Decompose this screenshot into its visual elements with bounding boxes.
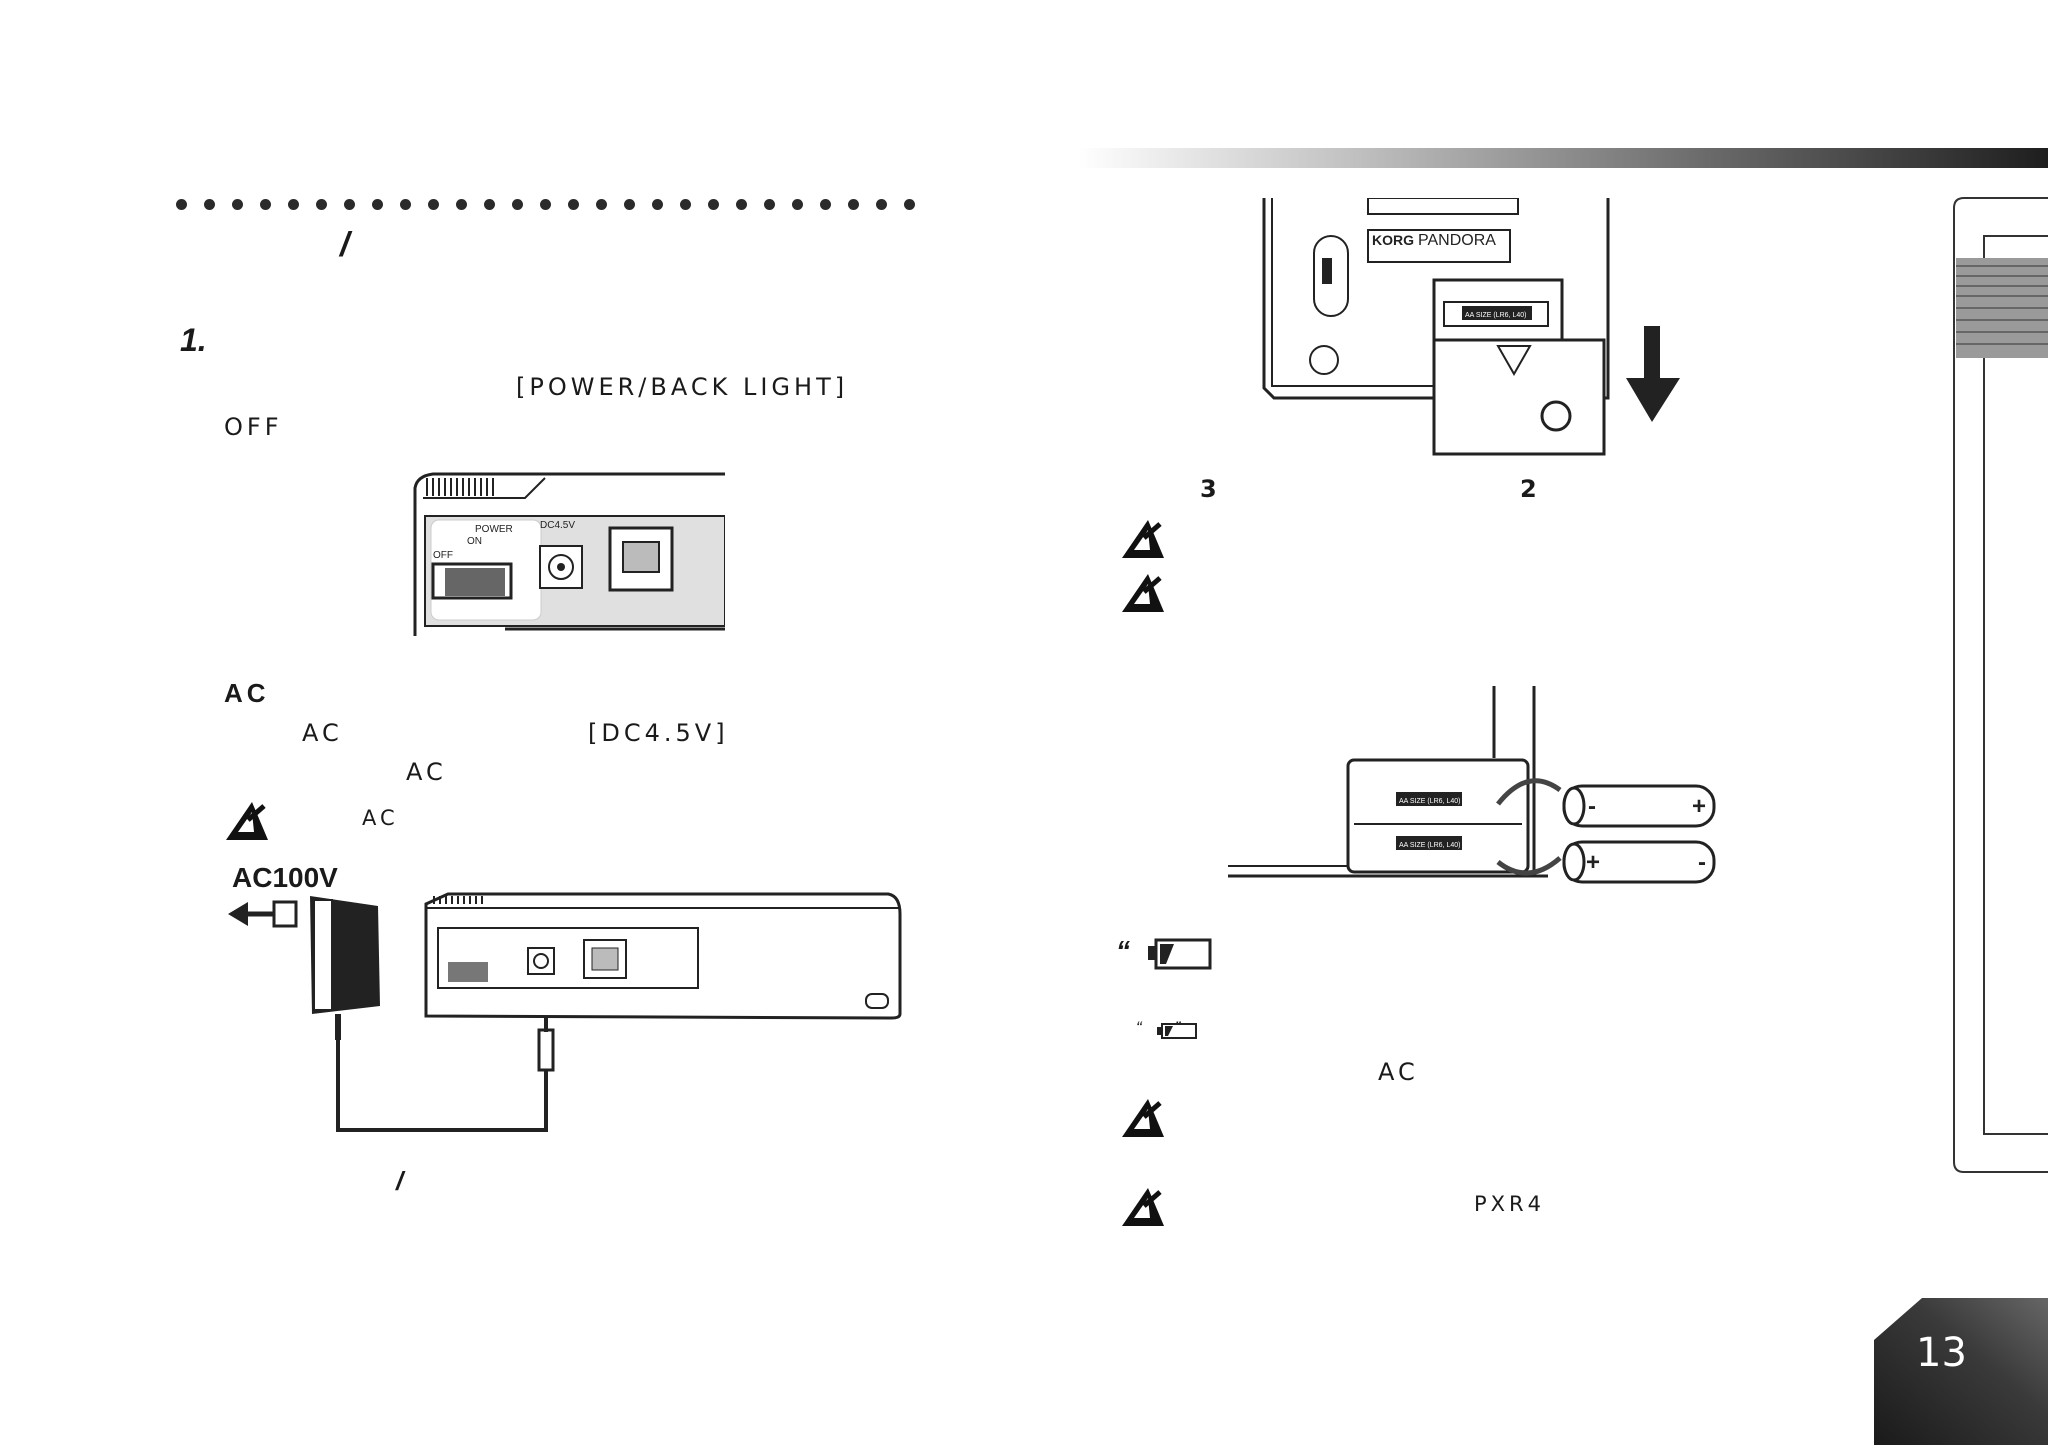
page-number-corner (1874, 1298, 2048, 1445)
label-2: 2 (1520, 475, 1541, 503)
step-number: 1. (180, 322, 207, 358)
dc-jack-label: [DC4.5V] (588, 719, 729, 747)
battery-bottom-minus: - (1698, 849, 1706, 876)
caption-slash: / (396, 1166, 404, 1196)
note-icon (1122, 1099, 1164, 1137)
battery-top-plus: + (1692, 793, 1706, 820)
ac100v-label: AC100V (232, 862, 338, 893)
note-icon (226, 802, 268, 840)
dotted-rule (176, 197, 956, 215)
ac-text-2: AC (406, 758, 447, 786)
battery-top-minus: - (1588, 793, 1596, 820)
note-icon (1122, 520, 1164, 558)
note-icon (1122, 1188, 1164, 1226)
battery-low-icon-small (1157, 1023, 1197, 1039)
label-3: 3 (1200, 475, 1221, 503)
section-title-slash: / (340, 226, 350, 264)
ac-adapter-connection-illustration (228, 892, 902, 1132)
edge-index-tab (1953, 197, 2048, 1173)
ac-text-1: AC (302, 719, 343, 747)
note-ac-text: AC (362, 806, 399, 830)
battery-size-label: AA SIZE (LR6, L40) (1465, 312, 1526, 319)
power-switch-label: [POWER/BACK LIGHT] (516, 373, 849, 401)
off-text: OFF (224, 413, 283, 441)
battery-bottom-plus: + (1586, 849, 1600, 876)
battery-insertion-illustration: AA SIZE (LR6, L40) AA SIZE (LR6, L40) - … (1228, 686, 1716, 884)
page-number: 13 (1916, 1330, 1967, 1376)
pandora-label: PANDORA (1418, 232, 1496, 249)
korg-logo: KORG (1372, 232, 1414, 248)
battery-size-label-top: AA SIZE (LR6, L40) (1399, 798, 1460, 805)
device-panel-illustration: POWER ON OFF DC4.5V (413, 472, 725, 636)
panel-power-label: POWER (475, 524, 513, 535)
ac-heading: AC (224, 678, 270, 708)
battery-cover-illustration: KORG PANDORA AA SIZE (LR6, L40) (1262, 198, 1680, 456)
panel-on-label: ON (467, 536, 482, 547)
battery-size-label-bottom: AA SIZE (LR6, L40) (1399, 842, 1460, 849)
battery-low-icon (1148, 938, 1212, 970)
ac-text-3: AC (1378, 1058, 1419, 1086)
header-gradient-bar (1078, 148, 2048, 168)
panel-dc-label: DC4.5V (540, 520, 575, 531)
pxr4-text: PXR4 (1474, 1192, 1546, 1216)
note-icon (1122, 574, 1164, 612)
panel-off-label: OFF (433, 550, 453, 561)
